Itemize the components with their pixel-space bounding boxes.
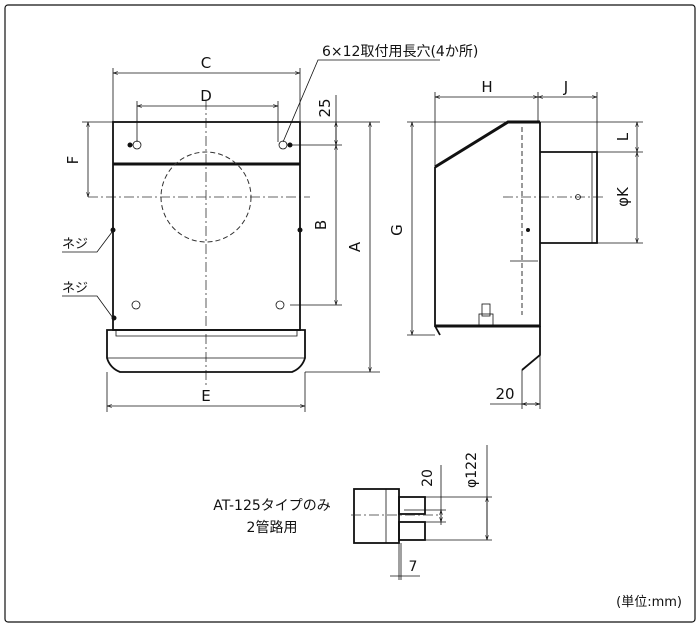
screw-note-2: ネジ — [62, 281, 88, 296]
dim-d-label: D — [200, 87, 212, 105]
dim-20-label: 20 — [495, 385, 514, 403]
dim-7-label: 7 — [409, 559, 418, 575]
dim-f-label: F — [64, 156, 82, 165]
front-view: C D 25 F B A E 6×12取付用長穴(4か所) ネジ ネジ — [62, 44, 478, 412]
screw-note-1: ネジ — [62, 237, 88, 252]
dim-c-label: C — [201, 54, 211, 72]
dim-25-label: 25 — [316, 98, 334, 117]
detail-caption-2: 2管路用 — [247, 520, 298, 536]
unit-note: (単位:mm) — [616, 594, 682, 610]
slot-note: 6×12取付用長穴(4か所) — [322, 44, 478, 60]
dim-a-label: A — [346, 241, 364, 252]
dim-122-label: φ122 — [464, 452, 480, 488]
dim-j-label: J — [563, 78, 568, 96]
dim-e-label: E — [201, 387, 210, 405]
dim-l-label: L — [614, 132, 632, 141]
dim-20-detail-label: 20 — [420, 469, 436, 487]
dim-b-label: B — [312, 220, 330, 230]
dim-k-label: φK — [614, 186, 632, 207]
duct-opening — [160, 151, 252, 243]
pipe-detail: AT-125タイプのみ 2管路用 φ122 20 7 — [213, 445, 492, 580]
screw-hole-icons — [110, 140, 303, 321]
dim-g-label: G — [388, 224, 406, 236]
frame-border — [4, 4, 696, 623]
side-view: H J G L φK 20 — [388, 78, 643, 409]
dim-h-label: H — [481, 78, 492, 96]
detail-caption-1: AT-125タイプのみ — [213, 498, 331, 514]
